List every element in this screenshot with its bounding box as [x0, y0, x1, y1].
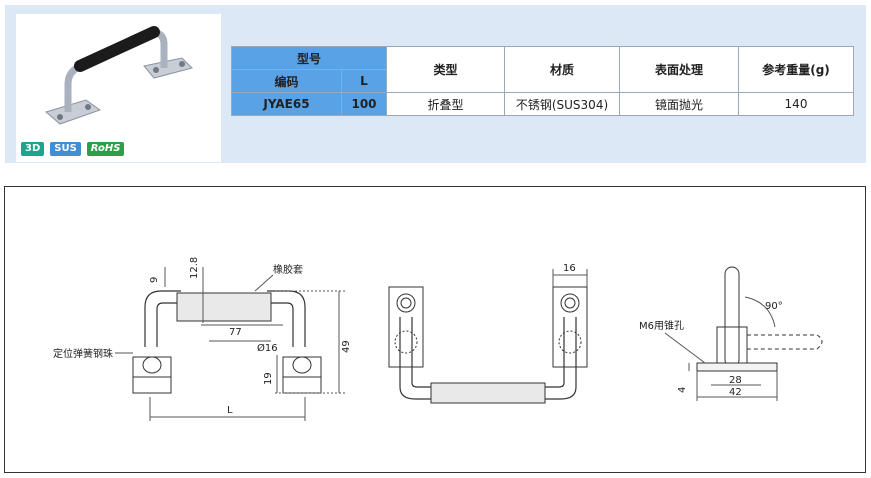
code-header: 编码 [231, 69, 342, 93]
technical-drawing: 9 12.8 橡胶套 77 Ø16 49 19 定位弹簧钢珠 L 16 90° … [53, 257, 823, 421]
dim-9-label: 9 [149, 277, 160, 283]
dim-4-label: 4 [677, 387, 688, 393]
dim-16-label: 16 [563, 263, 576, 274]
dim-77-label: 77 [229, 327, 242, 338]
material-header: 材质 [504, 46, 620, 93]
front-view [115, 267, 345, 421]
fold-view [664, 266, 823, 401]
l-header: L [341, 69, 387, 93]
l-cell: 100 [341, 92, 387, 116]
type-cell: 折叠型 [386, 92, 505, 116]
spec-table: 型号 类型 材质 表面处理 参考重量(g) 编码 L JYAE65 100 折叠… [231, 46, 854, 116]
surface-cell: 镜面抛光 [619, 92, 739, 116]
angle-90-label: 90° [765, 301, 783, 312]
surface-header: 表面处理 [619, 46, 739, 93]
product-photo [16, 14, 221, 162]
dim-42-label: 42 [729, 387, 742, 398]
dim-28-label: 28 [729, 375, 742, 386]
material-cell: 不锈钢(SUS304) [504, 92, 620, 116]
badge-row: 3D SUS RoHS [21, 142, 125, 156]
badge-3d: 3D [21, 142, 45, 156]
technical-drawing-frame: 9 12.8 橡胶套 77 Ø16 49 19 定位弹簧钢珠 L 16 90° … [4, 186, 866, 473]
rubber-sleeve-label: 橡胶套 [273, 263, 303, 276]
spring-ball-label: 定位弹簧钢珠 [53, 347, 113, 360]
weight-cell: 140 [738, 92, 854, 116]
handle-photo-illustration [44, 26, 193, 125]
model-header: 型号 [231, 46, 387, 70]
side-view [388, 269, 588, 404]
dim-19-label: 19 [263, 372, 274, 385]
dim-L-label: L [227, 405, 233, 416]
weight-header: 参考重量(g) [738, 46, 854, 93]
dim-12-8-label: 12.8 [189, 257, 200, 279]
m6-label: M6用锥孔 [639, 320, 684, 332]
code-cell: JYAE65 [231, 92, 342, 116]
type-header: 类型 [386, 46, 505, 93]
dim-49-label: 49 [341, 340, 352, 353]
badge-sus: SUS [50, 142, 81, 156]
dim-phi16-label: Ø16 [257, 342, 278, 354]
badge-rohs: RoHS [86, 142, 125, 156]
